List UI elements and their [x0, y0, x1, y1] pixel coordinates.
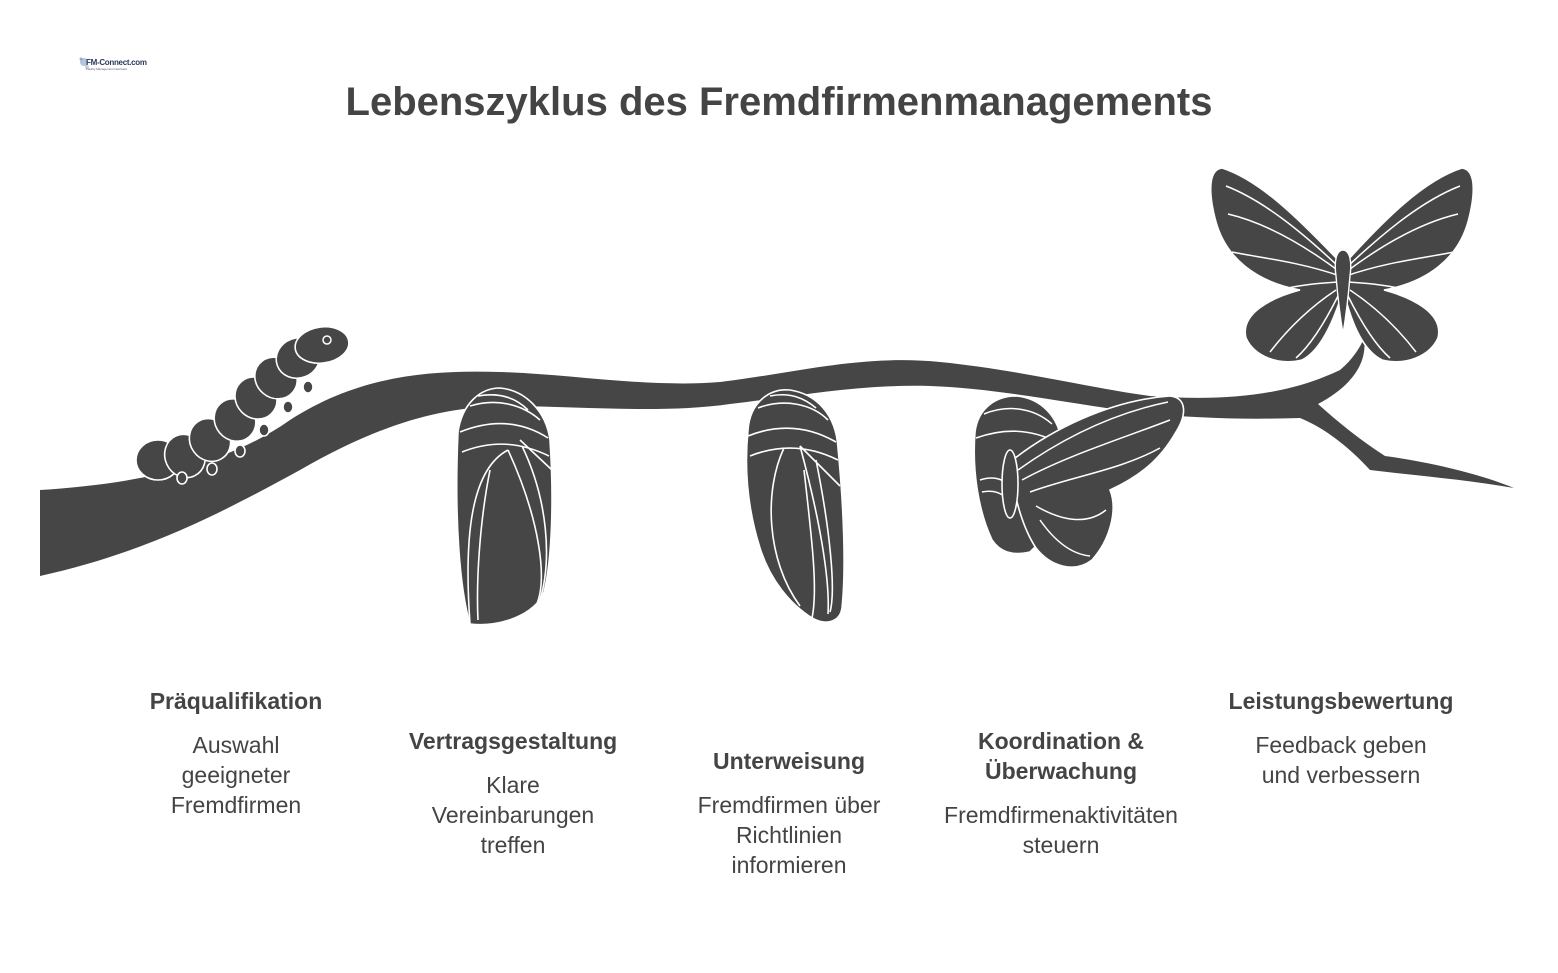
stage-title: Präqualifikation [149, 688, 323, 714]
stage-unterweisung: Unterweisung Fremdfirmen über Richtlinie… [664, 746, 914, 880]
stage-description: Klare Vereinbarungen treffen [431, 772, 595, 858]
stage-title: Koordination & Überwachung [977, 728, 1145, 784]
butterfly-icon [1209, 167, 1475, 363]
brand-logo: FM-Connect.com Facility Management Netzw… [78, 52, 147, 78]
cocoon-icon [455, 387, 553, 626]
stage-title: Leistungsbewertung [1228, 688, 1454, 714]
branch-shape [40, 338, 1514, 576]
chrysalis-icon [745, 389, 845, 623]
stage-description: Fremdfirmen über Richtlinien informieren [697, 792, 881, 878]
page-title: Lebenszyklus des Fremdfirmenmanagements [345, 80, 1213, 124]
stage-koordination: Koordination & Überwachung Fremdfirmenak… [916, 726, 1206, 860]
emerging-butterfly-icon [973, 395, 1185, 568]
stage-vertragsgestaltung: Vertragsgestaltung Klare Vereinbarungen … [378, 726, 648, 860]
stage-description: Feedback geben und verbessern [1255, 732, 1427, 788]
stage-title: Unterweisung [712, 748, 866, 774]
logo-subtext: Facility Management Netzwerk [86, 67, 128, 71]
logo-text: FM-Connect.com [86, 58, 147, 67]
logo-splash-icon [79, 57, 89, 69]
stage-description: Auswahl geeigneter Fremdfirmen [170, 732, 302, 818]
stage-leistungsbewertung: Leistungsbewertung Feedback geben und ve… [1206, 686, 1476, 790]
stage-description: Fremdfirmenaktivitäten steuern [944, 802, 1178, 858]
stage-title: Vertragsgestaltung [408, 728, 618, 754]
stage-praequalifikation: Präqualifikation Auswahl geeigneter Frem… [116, 686, 356, 820]
caterpillar-icon [135, 325, 350, 485]
